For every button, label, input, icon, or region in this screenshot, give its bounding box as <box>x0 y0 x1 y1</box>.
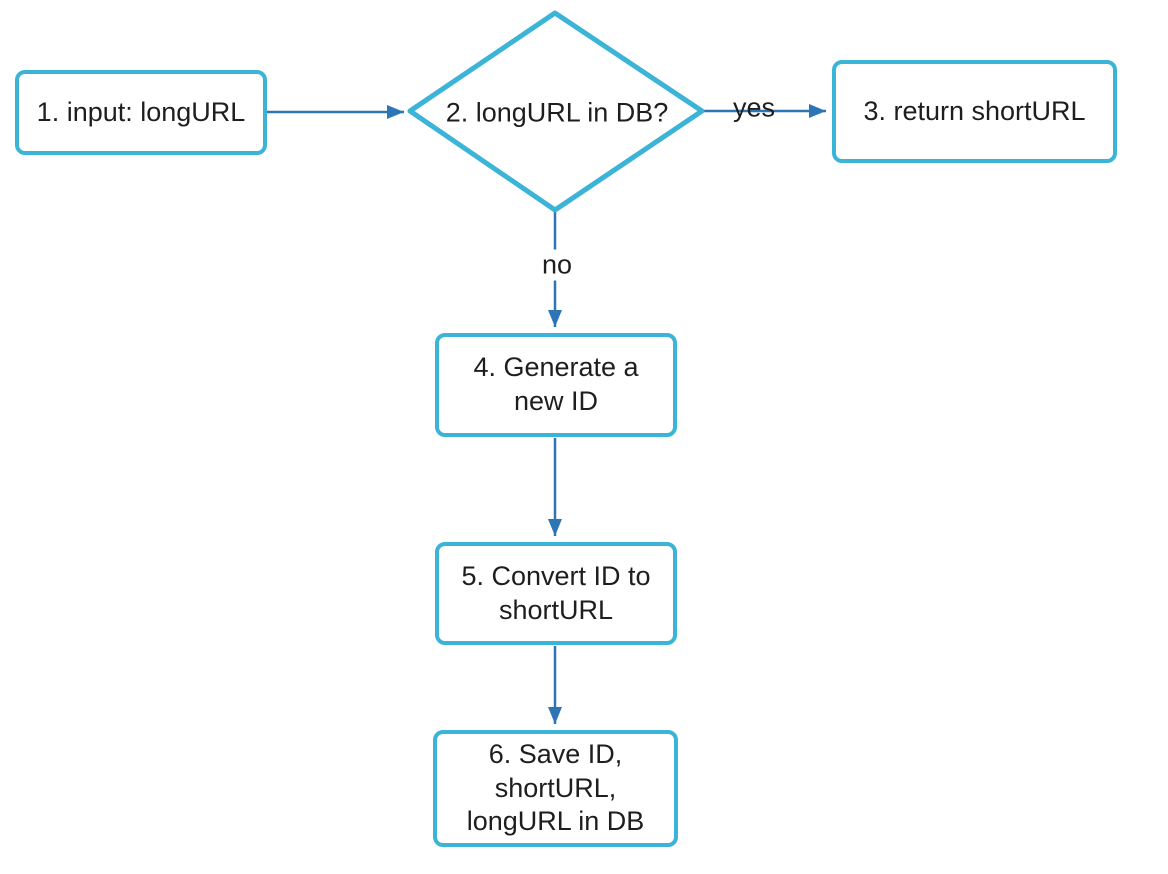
decision-node-shape <box>407 10 705 213</box>
node-input-longurl: 1. input: longURL <box>15 70 267 155</box>
node-generate-id-label: 4. Generate a new ID <box>473 352 639 416</box>
edge-label-yes: yes <box>732 92 776 123</box>
node-save-db: 6. Save ID, shortURL, longURL in DB <box>433 730 678 847</box>
node-return-shorturl: 3. return shortURL <box>832 60 1117 163</box>
node-decision-label: 2. longURL in DB? <box>445 97 669 128</box>
node-generate-id: 4. Generate a new ID <box>435 333 677 437</box>
node-input-longurl-label: 1. input: longURL <box>36 96 246 127</box>
node-save-db-label: 6. Save ID, shortURL, longURL in DB <box>466 738 645 837</box>
node-convert-id-label: 5. Convert ID to shortURL <box>461 560 651 625</box>
node-return-shorturl-label: 3. return shortURL <box>863 95 1086 126</box>
edge-label-no: no <box>538 249 576 281</box>
node-convert-id: 5. Convert ID to shortURL <box>435 542 677 645</box>
